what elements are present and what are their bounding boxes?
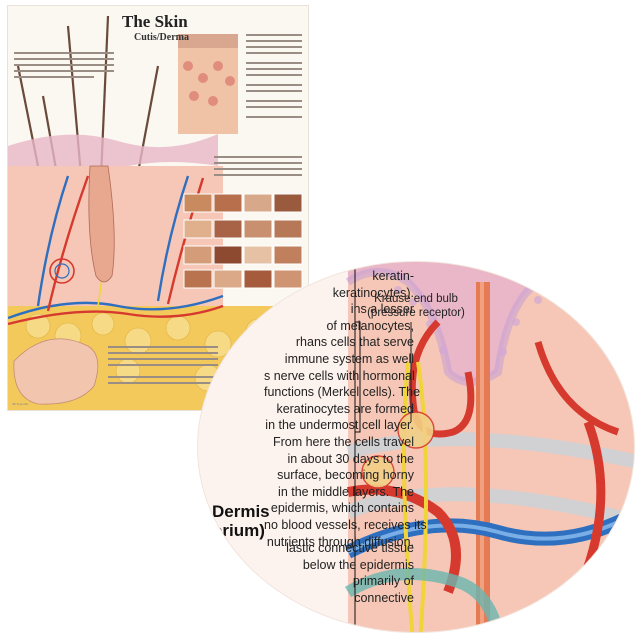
text-line: ins a lesser xyxy=(350,302,414,317)
text-line: connective xyxy=(354,590,414,605)
magnified-illustration xyxy=(344,262,634,632)
text-line: in about 30 days to the xyxy=(287,451,414,466)
text-line: in the undermost cell layer. xyxy=(265,418,414,433)
poster-title: The Skin xyxy=(122,12,188,31)
krause-end-bulb-callout: Krause end bulb (pressure receptor) xyxy=(366,292,466,320)
text-line: immune system as well xyxy=(284,351,414,366)
poster-footer: 3B Scientific xyxy=(12,402,29,406)
text-line: keratinocytes are formed xyxy=(276,401,414,416)
text-line: nutrients through diffusion. xyxy=(266,534,414,549)
dermis-description: lastic connective tissue below the epide… xyxy=(264,540,414,606)
skin-poster: The Skin Cutis/Derma 3B Scientific xyxy=(8,6,308,410)
text-line: of melanocytes, xyxy=(326,318,414,333)
text-line: functions (Merkel cells). The xyxy=(264,385,421,400)
text-line: lastic connective tissue xyxy=(286,541,414,555)
text-line: below the epidermis xyxy=(302,557,414,572)
text-line: keratin- xyxy=(372,269,414,283)
text-line: keratinocytes). xyxy=(332,285,414,300)
text-line: s nerve cells with hormonal xyxy=(264,368,415,383)
text-line: From here the cells travel xyxy=(272,434,414,449)
callout-line: (pressure receptor) xyxy=(367,307,465,319)
text-line: epidermis, which contains xyxy=(270,501,414,516)
callout-line: Krause end bulb xyxy=(374,293,458,305)
text-line: no blood vessels, receives its xyxy=(264,517,427,532)
magnified-detail: keratin- keratinocytes). ins a lesser of… xyxy=(198,262,634,632)
text-line: primarily of xyxy=(352,574,414,589)
text-line: rhans cells that serve xyxy=(295,335,414,350)
heading-line: orium) xyxy=(212,521,265,540)
poster-subtitle: Cutis/Derma xyxy=(134,32,189,43)
epidermis-description: keratin- keratinocytes). ins a lesser of… xyxy=(264,268,427,550)
heading-line: Dermis xyxy=(212,502,270,521)
text-line: surface, becoming horny xyxy=(277,468,414,483)
text-line: in the middle layers. The xyxy=(278,484,414,499)
dermis-heading: Dermis orium) xyxy=(212,502,270,540)
